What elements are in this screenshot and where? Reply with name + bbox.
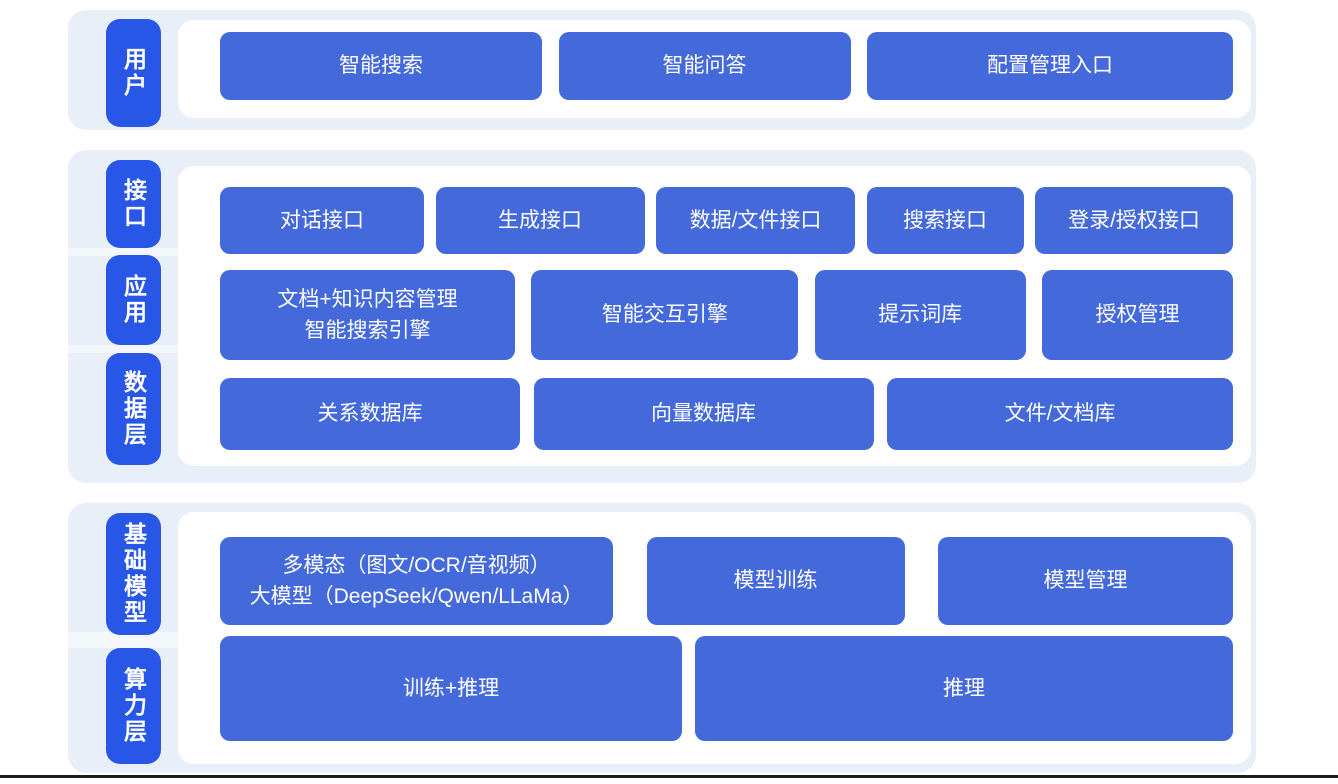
box-auth-management: 授权管理 <box>1041 270 1233 360</box>
compute-row: 训练+推理 推理 <box>220 636 1233 741</box>
box-training-inference: 训练+推理 <box>220 636 682 741</box>
box-login-auth-api: 登录/授权接口 <box>1035 187 1233 254</box>
data-row: 关系数据库 向量数据库 文件/文档库 <box>220 378 1233 450</box>
box-search-api: 搜索接口 <box>866 187 1024 254</box>
box-multimodal-llm: 多模态（图文/OCR/音视频） 大模型（DeepSeek/Qwen/LLaMa） <box>220 537 613 625</box>
api-app-data-panel: 对话接口 生成接口 数据/文件接口 搜索接口 登录/授权接口 文档+知识内容管理… <box>178 166 1251 466</box>
box-doc-knowledge-search-engine: 文档+知识内容管理 智能搜索引擎 <box>220 270 515 360</box>
box-model-training: 模型训练 <box>646 537 905 625</box>
box-smart-qa: 智能问答 <box>558 32 851 100</box>
box-dialog-api: 对话接口 <box>220 187 424 254</box>
box-smart-search: 智能搜索 <box>220 32 542 100</box>
box-vector-db: 向量数据库 <box>533 378 874 450</box>
section-api-app-data: 接口 应用 数据层 对话接口 生成接口 数据/文件接口 搜索接口 登录/授权接口… <box>68 150 1256 483</box>
layer-label-base-model: 基础模型 <box>106 513 161 635</box>
box-interaction-engine: 智能交互引擎 <box>531 270 799 360</box>
label-divider <box>68 632 178 648</box>
box-file-doc-store: 文件/文档库 <box>887 378 1233 450</box>
box-data-file-api: 数据/文件接口 <box>656 187 855 254</box>
api-row: 对话接口 生成接口 数据/文件接口 搜索接口 登录/授权接口 <box>220 187 1233 254</box>
model-row: 多模态（图文/OCR/音视频） 大模型（DeepSeek/Qwen/LLaMa）… <box>220 537 1233 625</box>
layer-label-app: 应用 <box>106 255 161 345</box>
box-config-management-entry: 配置管理入口 <box>867 32 1233 100</box>
box-inference: 推理 <box>695 636 1233 741</box>
box-model-management: 模型管理 <box>938 537 1233 625</box>
label-divider <box>68 345 178 353</box>
user-layer-panel: 智能搜索 智能问答 配置管理入口 <box>178 20 1251 118</box>
layer-label-data: 数据层 <box>106 353 161 465</box>
bottom-rule <box>0 775 1338 778</box>
layer-label-compute: 算力层 <box>106 648 161 764</box>
model-compute-panel: 多模态（图文/OCR/音视频） 大模型（DeepSeek/Qwen/LLaMa）… <box>178 512 1251 764</box>
box-relational-db: 关系数据库 <box>220 378 520 450</box>
section-user-layer: 用户 智能搜索 智能问答 配置管理入口 <box>68 10 1256 130</box>
layer-label-user: 用户 <box>106 19 161 127</box>
box-generation-api: 生成接口 <box>435 187 645 254</box>
box-prompt-library: 提示词库 <box>814 270 1026 360</box>
section-model-compute: 基础模型 算力层 多模态（图文/OCR/音视频） 大模型（DeepSeek/Qw… <box>68 503 1256 773</box>
label-divider <box>68 248 178 256</box>
layer-label-api: 接口 <box>106 160 161 248</box>
app-row: 文档+知识内容管理 智能搜索引擎 智能交互引擎 提示词库 授权管理 <box>220 270 1233 360</box>
user-apps-row: 智能搜索 智能问答 配置管理入口 <box>220 32 1233 100</box>
